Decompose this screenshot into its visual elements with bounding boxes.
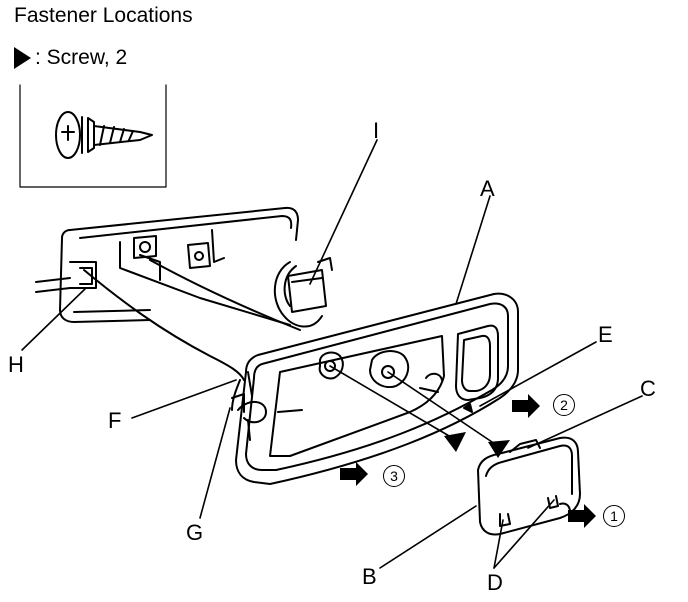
label-C: C: [640, 376, 656, 401]
wire-connector: [273, 257, 333, 328]
motion-arrows: [340, 394, 596, 528]
screw-markers: [444, 432, 510, 458]
back-panel: [35, 206, 301, 381]
label-D: D: [487, 570, 503, 595]
front-console: [231, 292, 519, 485]
arrow-step-1-tail: [559, 502, 571, 513]
step-2-badge: 2: [553, 394, 575, 416]
label-I: I: [373, 118, 380, 143]
step-3-badge: 3: [383, 465, 405, 487]
label-F: F: [108, 408, 122, 433]
screw-marker-2: [488, 440, 510, 458]
screw-marker-icon: [14, 47, 31, 69]
legend-text: : Screw, 2: [35, 46, 128, 69]
label-E: E: [598, 322, 613, 347]
label-B: B: [362, 564, 377, 589]
screw-inset: [19, 84, 167, 188]
label-G: G: [186, 520, 204, 545]
screw-icon: [55, 111, 153, 159]
step-1-badge: 1: [603, 505, 625, 527]
arrow-step-2: [512, 394, 540, 418]
arrow-step-3: [340, 462, 368, 486]
label-A: A: [480, 176, 495, 201]
legend: : Screw, 2: [14, 46, 127, 70]
label-H: H: [8, 352, 24, 377]
cover-lid: [477, 436, 581, 536]
page-title: Fastener Locations: [14, 4, 193, 27]
leader-lines: [21, 139, 643, 569]
arrow-step-1: [568, 504, 596, 528]
